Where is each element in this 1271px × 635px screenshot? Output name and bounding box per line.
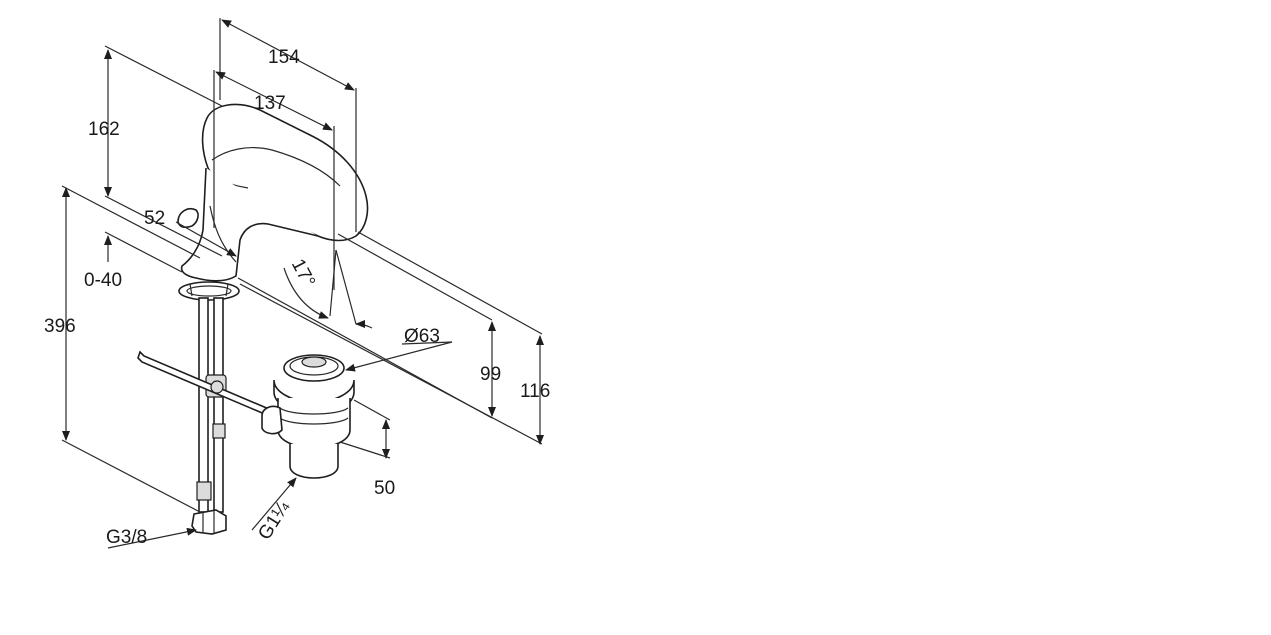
- dim-label-0-40: 0-40: [84, 270, 122, 291]
- base-ring-inner: [186, 285, 232, 297]
- dim-label-50: 50: [374, 478, 395, 499]
- supply-nut: [191, 509, 227, 535]
- dim-label-99: 99: [480, 364, 501, 385]
- pop-up-waste: [137, 350, 355, 479]
- dim-label-154: 154: [268, 47, 300, 68]
- dim-label-396: 396: [44, 316, 76, 337]
- lever-top-ridge: [211, 147, 341, 187]
- waste-cap: [283, 354, 345, 382]
- dim-label-162: 162: [88, 119, 120, 140]
- dim-label-116: 116: [520, 381, 550, 402]
- dim-label-137: 137: [254, 93, 286, 114]
- faucet-body: [177, 103, 369, 535]
- base-collar: [189, 283, 229, 297]
- rod-clip: [210, 380, 224, 394]
- supply-tube-right: [213, 297, 224, 513]
- dimension-lines: [61, 18, 544, 549]
- waste-tailpiece: [289, 444, 339, 479]
- waste-thread-lines: [279, 407, 349, 425]
- base-ring: [178, 281, 240, 301]
- tube-joint-1: [212, 423, 226, 439]
- dim-label-52: 52: [144, 208, 165, 229]
- waste-linkage: [261, 405, 283, 435]
- supply-nut-facets: [202, 510, 215, 533]
- waste-stopper: [301, 356, 327, 368]
- tube-joint-2: [196, 481, 212, 501]
- dim-label-g38: G3/8: [106, 527, 147, 548]
- dim-label-diameter: Ø63: [404, 326, 440, 347]
- side-knob: [177, 207, 199, 228]
- supply-tube-left: [198, 297, 209, 513]
- waste-thread-body: [277, 398, 351, 449]
- spout-side: [209, 205, 237, 263]
